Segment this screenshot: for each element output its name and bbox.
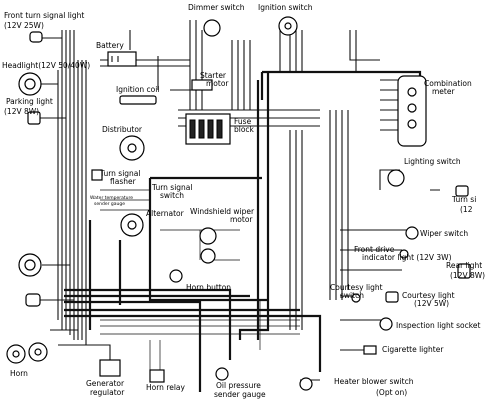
label-rear-light-partial-2: (12V 8W) xyxy=(450,271,485,280)
label-front-drive-indicator: Front drive xyxy=(354,245,395,254)
label-heater-blower-switch-2: (Opt on) xyxy=(376,388,408,397)
label-parking-rating: (12V 8W) xyxy=(4,107,40,116)
lighting-switch-icon xyxy=(387,169,405,187)
label-generator-regulator-2: regulator xyxy=(90,388,125,397)
label-oil-pressure-sender-2: sender gauge xyxy=(214,390,266,399)
horn-button-icon xyxy=(169,269,183,283)
label-front-turn-signal-light: Front turn signal light xyxy=(4,11,85,20)
label-horn-relay: Horn relay xyxy=(146,383,185,392)
inspection-light-socket-icon xyxy=(379,317,393,331)
label-horn-button: Horn button xyxy=(186,283,232,292)
cigarette-lighter-icon xyxy=(363,345,377,355)
label-front-turn-rating: (12V 25W) xyxy=(4,21,44,30)
label-turn-signal-flasher-2: flasher xyxy=(110,177,136,186)
upper-wiring xyxy=(100,20,380,127)
label-ignition-coil: Ignition coil xyxy=(116,85,160,94)
label-turn-signal-right: Turn si xyxy=(452,195,477,204)
label-turn-signal-flasher: Turn signal xyxy=(100,169,141,178)
label-headlight: Headlight(12V 50/40W) xyxy=(2,61,91,70)
label-fuse-block: Fuse xyxy=(234,117,252,126)
label-windshield-wiper-motor: Windshield wiper xyxy=(190,207,255,216)
label-courtesy-light-switch: Courtesy light xyxy=(330,283,383,292)
fuse-block-icon xyxy=(185,113,231,145)
label-starter-motor-2: motor xyxy=(206,79,229,88)
label-front-drive-indicator-2: indicator light (12V 3W) xyxy=(362,253,452,262)
ignition-switch-icon xyxy=(278,16,298,36)
starter-motor-icon xyxy=(191,79,213,91)
label-rear-light-partial: Rear light xyxy=(446,261,483,270)
label-starter-motor: Starter xyxy=(200,71,227,80)
label-combination-meter-2: meter xyxy=(432,87,455,96)
heater-blower-switch-icon xyxy=(299,377,313,391)
front-drive-indicator-icon xyxy=(399,249,409,259)
label-wiper-switch: Wiper switch xyxy=(420,229,469,238)
label-turn-signal-switch-2: switch xyxy=(160,191,184,200)
label-lighting-switch: Lighting switch xyxy=(404,157,461,166)
label-courtesy-light-switch-2: switch xyxy=(340,291,364,300)
horn-left-icon xyxy=(6,344,26,364)
label-generator-regulator: Generator xyxy=(86,379,125,388)
dimmer-switch-icon xyxy=(203,19,221,37)
distributor-icon xyxy=(119,135,145,161)
headlight-icon xyxy=(18,72,42,96)
headlight-lower-icon xyxy=(18,253,42,277)
label-inspection-light-socket: Inspection light socket xyxy=(396,321,481,330)
windshield-wiper-motor-icon xyxy=(199,227,217,264)
ignition-coil-icon xyxy=(119,95,157,105)
generator-regulator-icon xyxy=(99,359,121,377)
rear-light-partial-icon xyxy=(455,185,471,279)
label-water-temp: Water temperature xyxy=(90,196,134,201)
turn-signal-flasher-icon xyxy=(91,169,103,181)
lower-light-icon xyxy=(25,293,41,307)
label-courtesy-light: Courtesy light xyxy=(402,291,455,300)
oil-pressure-sender-icon xyxy=(215,367,229,381)
label-courtesy-light-rating: (12V 5W) xyxy=(414,299,450,308)
wiring-diagram xyxy=(6,16,471,392)
label-windshield-wiper-motor-2: motor xyxy=(230,215,253,224)
parking-light-icon xyxy=(27,111,41,125)
label-horn: Horn xyxy=(10,369,28,378)
horn-right-icon xyxy=(28,342,48,362)
main-harness xyxy=(64,70,422,392)
label-fuse-block-2: block xyxy=(234,125,254,134)
horn-relay-icon xyxy=(149,369,165,383)
label-dimmer-switch: Dimmer switch xyxy=(188,3,245,12)
front-turn-signal-light-icon xyxy=(29,31,43,43)
wiper-switch-icon xyxy=(405,226,419,240)
label-cigarette-lighter: Cigarette lighter xyxy=(382,345,444,354)
courtesy-light-switch-icon xyxy=(351,293,361,303)
courtesy-light-icon xyxy=(385,291,399,303)
label-turn-signal-switch: Turn signal xyxy=(152,183,193,192)
lower-wiring xyxy=(100,189,300,372)
label-combination-meter: Combination xyxy=(424,79,472,88)
label-distributor: Distributor xyxy=(102,125,143,134)
label-water-temp-2: sender gauge xyxy=(94,202,125,207)
left-harness xyxy=(40,30,111,360)
label-battery: Battery xyxy=(96,41,124,50)
battery-icon xyxy=(107,51,137,67)
label-parking-light: Parking light xyxy=(6,97,53,106)
alternator-icon xyxy=(120,213,144,237)
label-alternator: Alternator xyxy=(146,209,184,218)
label-turn-signal-right-rating: (12 xyxy=(460,205,473,214)
label-oil-pressure-sender: Oil pressure xyxy=(216,381,261,390)
combination-meter-icon xyxy=(397,75,427,147)
label-heater-blower-switch: Heater blower switch xyxy=(334,377,414,386)
label-ignition-switch: Ignition switch xyxy=(258,3,313,12)
